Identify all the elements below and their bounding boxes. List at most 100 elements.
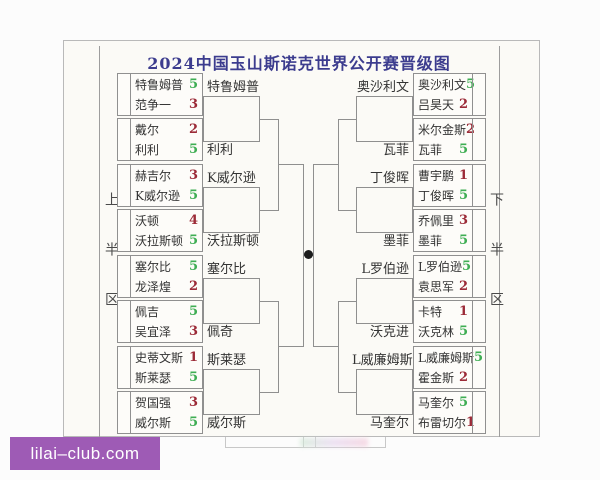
player-score: 3 <box>188 167 198 183</box>
player-score: 5 <box>188 188 198 204</box>
player-name: L威廉姆斯 <box>418 350 474 365</box>
player-score: 1 <box>188 349 198 365</box>
player-score: 5 <box>466 76 476 92</box>
player-score: 2 <box>466 121 476 137</box>
bracket-line <box>313 164 338 165</box>
round2-winner-label: 奥沙利文 <box>356 80 409 95</box>
player-name: 史蒂文斯 <box>135 350 184 365</box>
player-name: 贺国强 <box>135 395 172 410</box>
cutoff-line <box>225 437 226 447</box>
player-name: L罗伯逊 <box>418 259 462 274</box>
player-name: 戴尔 <box>135 122 160 137</box>
player-name: 马奎尔 <box>418 395 455 410</box>
player-name: 霍金斯 <box>418 371 455 386</box>
bracket-line <box>260 210 278 211</box>
round2-winner-label: L罗伯逊 <box>361 262 409 277</box>
round2-winner-label: 特鲁姆普 <box>207 80 260 95</box>
round2-winner-label: 墨菲 <box>382 234 409 249</box>
player-name: 沃克林 <box>418 325 455 340</box>
round2-match-box <box>356 187 413 233</box>
player-name: 袁思军 <box>418 280 455 295</box>
player-name: 佩吉 <box>135 304 160 319</box>
round2-winner-label: K威尔逊 <box>207 171 256 186</box>
bracket-line <box>278 346 303 347</box>
round2-winner-label: 佩奇 <box>207 325 234 340</box>
round2-winner-label: L威廉姆斯 <box>352 353 413 368</box>
player-score: 5 <box>458 188 468 204</box>
bracket-line <box>338 210 356 211</box>
lower-half-label: 下半区 <box>488 192 504 342</box>
final-dot <box>304 250 313 259</box>
player-name: K威尔逊 <box>135 189 180 204</box>
bracket-line <box>338 301 339 393</box>
player-row: K威尔逊 5 <box>131 186 202 206</box>
bracket-line <box>338 301 356 302</box>
round2-winner-label: 威尔斯 <box>207 416 247 431</box>
player-name: 威尔斯 <box>135 416 172 431</box>
player-score: 5 <box>458 394 468 410</box>
player-name: 卡特 <box>418 304 443 319</box>
round2-match-box <box>356 278 413 324</box>
player-name: 斯莱瑟 <box>135 371 172 386</box>
round2-match-box <box>203 278 260 324</box>
player-score: 5 <box>188 258 198 274</box>
player-score: 5 <box>458 233 468 249</box>
upper-half-label: 上半区 <box>103 192 119 342</box>
bracket-line <box>260 301 278 302</box>
player-name: 吴宜泽 <box>135 325 172 340</box>
player-row: 吴宜泽 3 <box>131 322 202 342</box>
round2-winner-label: 利利 <box>207 143 234 158</box>
player-name: 布雷切尔 <box>418 416 467 431</box>
round2-winner-label: 斯莱瑟 <box>207 353 247 368</box>
player-score: 3 <box>458 212 468 228</box>
player-name: 吕昊天 <box>418 98 455 113</box>
cutoff-line <box>225 447 386 448</box>
player-row: 墨菲 5 <box>414 231 472 251</box>
player-name: 沃拉斯顿 <box>135 234 184 249</box>
bracket-line <box>338 119 339 211</box>
round2-match-box <box>356 96 413 142</box>
player-score: 1 <box>458 167 468 183</box>
player-name: 利利 <box>135 143 160 158</box>
player-score: 5 <box>458 142 468 158</box>
player-score: 1 <box>458 303 468 319</box>
bracket-line <box>313 346 338 347</box>
player-score: 3 <box>188 324 198 340</box>
cutoff-smudge <box>300 438 368 447</box>
bracket-line <box>260 119 278 120</box>
round2-winner-label: 瓦菲 <box>382 143 409 158</box>
player-score: 2 <box>188 279 198 295</box>
player-score: 3 <box>188 394 198 410</box>
player-name: 沃顿 <box>135 213 160 228</box>
player-name: 墨菲 <box>418 234 443 249</box>
tournament-title: 2024中国玉山斯诺克世界公开赛晋级图 <box>147 54 451 73</box>
bracket-line <box>338 392 356 393</box>
